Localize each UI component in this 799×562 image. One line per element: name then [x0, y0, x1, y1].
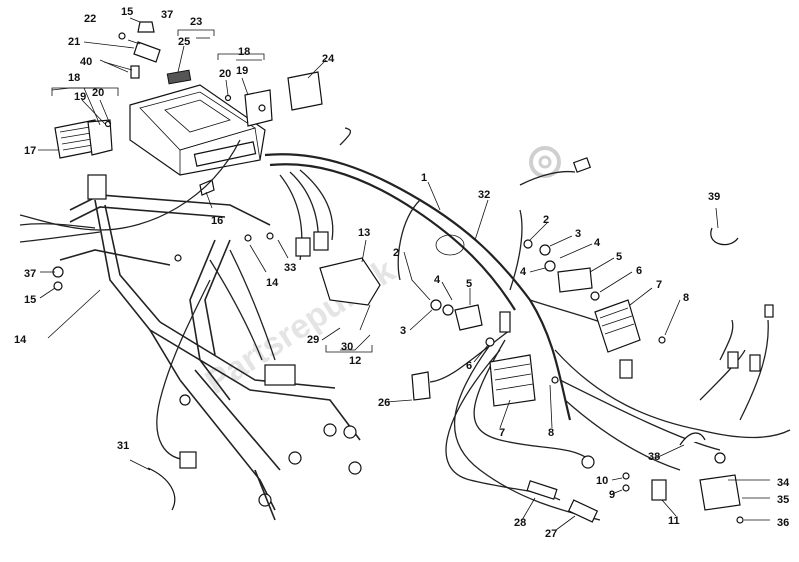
- callout-27: 27: [545, 528, 557, 540]
- callout-labels: 1 2 2 3 3 4 4 4 5 5 6 6 7 7 8 8 9 10 11 …: [14, 6, 790, 540]
- sensor-38: [679, 432, 706, 446]
- relay-13: [319, 257, 381, 306]
- callout-2: 2: [543, 214, 549, 226]
- callout-16: 16: [211, 215, 223, 227]
- callout-23: 23: [190, 16, 202, 28]
- callout-18: 18: [238, 46, 250, 58]
- callout-21: 21: [68, 36, 80, 48]
- callout-5: 5: [466, 278, 472, 290]
- callout-2: 2: [393, 247, 399, 259]
- callout-14: 14: [14, 334, 27, 346]
- callout-29: 29: [307, 334, 319, 346]
- callout-7: 7: [499, 427, 505, 439]
- callout-24: 24: [322, 53, 335, 65]
- callout-37: 37: [161, 9, 173, 21]
- callout-40: 40: [80, 56, 92, 68]
- connector-top-left: [87, 174, 107, 200]
- callout-18: 18: [68, 72, 80, 84]
- connectors-33: [295, 231, 329, 257]
- callout-5: 5: [616, 251, 622, 263]
- callout-20: 20: [219, 68, 231, 80]
- callout-15: 15: [24, 294, 36, 306]
- callout-35: 35: [777, 494, 789, 506]
- callout-26: 26: [378, 397, 390, 409]
- callout-39: 39: [708, 191, 720, 203]
- callout-33: 33: [284, 262, 296, 274]
- callout-13: 13: [358, 227, 370, 239]
- nuts-washers: [52, 232, 744, 524]
- group-brackets: [51, 29, 373, 353]
- frame-outline: [59, 194, 362, 521]
- callout-38: 38: [648, 451, 660, 463]
- main-harness: [19, 127, 791, 521]
- callout-7: 7: [656, 279, 662, 291]
- callout-4: 4: [594, 237, 601, 249]
- callout-36: 36: [777, 517, 789, 529]
- connectors-right: [179, 157, 774, 469]
- callout-8: 8: [548, 427, 554, 439]
- ecu-unit: [129, 84, 266, 176]
- regulator-17: [54, 119, 113, 159]
- bracket-18-right: [244, 89, 273, 127]
- callout-6: 6: [636, 265, 642, 277]
- callout-30: 30: [341, 341, 353, 353]
- callout-20: 20: [92, 87, 104, 99]
- callout-19: 19: [74, 91, 86, 103]
- callout-22: 22: [84, 13, 96, 25]
- callout-34: 34: [777, 477, 790, 489]
- clamp-31: [147, 467, 176, 511]
- clamp-32: [435, 234, 465, 256]
- callout-15: 15: [121, 6, 133, 18]
- sensor-27: [567, 499, 599, 523]
- ignition-module-7-upper: [594, 299, 641, 353]
- callout-17: 17: [24, 145, 36, 157]
- gear-watermark-icon: [529, 146, 561, 178]
- callout-8: 8: [683, 292, 689, 304]
- callout-4: 4: [434, 274, 441, 286]
- sensor-assembly-right: [699, 452, 741, 511]
- callout-3: 3: [400, 325, 406, 337]
- clamp-39: [710, 227, 739, 246]
- ignition-module-7-lower: [489, 354, 536, 407]
- sensor-26: [411, 371, 431, 401]
- callout-19: 19: [236, 65, 248, 77]
- ecu-relay-25: [166, 69, 192, 85]
- connector-center: [264, 364, 296, 386]
- callout-6: 6: [466, 360, 472, 372]
- callout-32: 32: [478, 189, 490, 201]
- callout-10: 10: [596, 475, 608, 487]
- sensor-28: [526, 480, 558, 500]
- callout-25: 25: [178, 36, 190, 48]
- callout-31: 31: [117, 440, 129, 452]
- callout-9: 9: [609, 489, 615, 501]
- callout-14: 14: [266, 277, 279, 289]
- sensor-11: [651, 479, 667, 501]
- callout-3: 3: [575, 228, 581, 240]
- callout-37: 37: [24, 268, 36, 280]
- callout-4: 4: [520, 266, 527, 278]
- screws-top: [104, 21, 232, 196]
- bracket-5: [454, 267, 593, 331]
- bracket-24: [287, 71, 323, 111]
- callout-12: 12: [349, 355, 361, 367]
- callout-1: 1: [421, 172, 427, 184]
- callout-11: 11: [668, 515, 680, 527]
- callout-28: 28: [514, 517, 526, 529]
